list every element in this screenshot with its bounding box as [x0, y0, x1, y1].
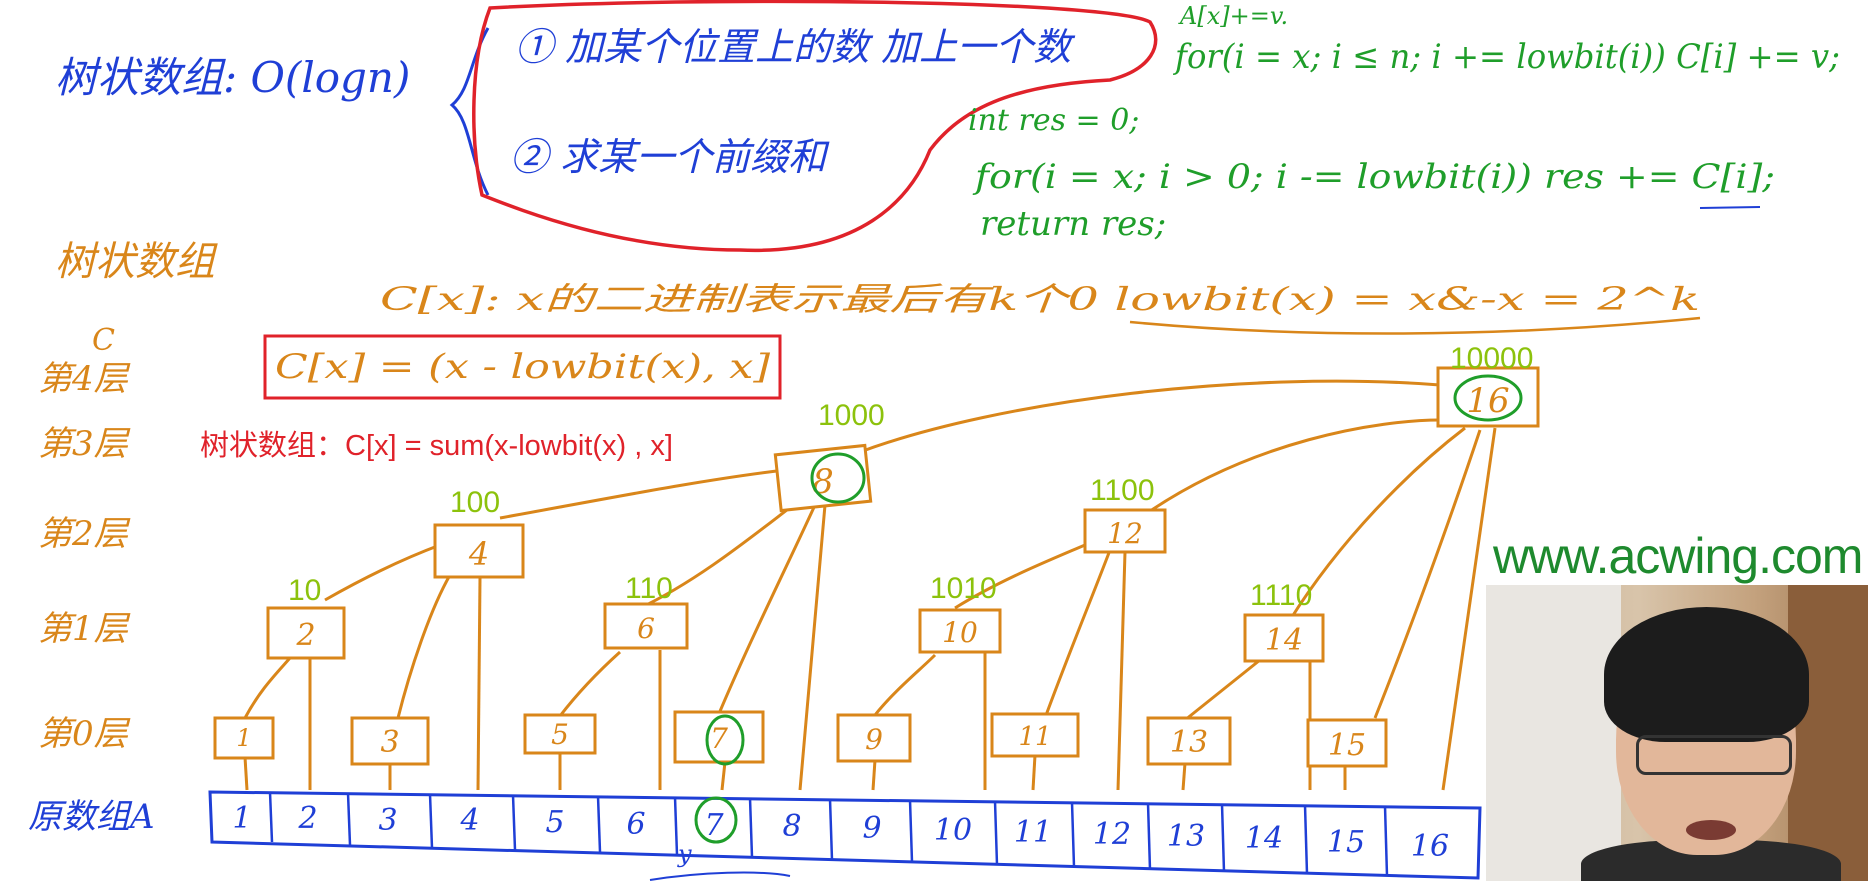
code-query-init: int res = 0; [968, 103, 1139, 138]
array-dividers [268, 791, 1389, 877]
node-label-1: 1 [236, 724, 251, 752]
node-level3-8 [773, 443, 873, 513]
c-label: C [92, 323, 115, 358]
code-update-note: A[x]+=v. [1178, 2, 1288, 30]
array-cell-5: 5 [545, 805, 564, 840]
binary-label-6: 110 [625, 572, 673, 605]
binary-label-2: 10 [288, 574, 321, 607]
node-label-4: 4 [468, 535, 489, 573]
green-circle-8 [810, 452, 866, 504]
bottom-stroke [649, 871, 791, 881]
array-cell-9: 9 [862, 811, 881, 846]
array-cell-11: 11 [1014, 815, 1052, 850]
underline-c [1699, 206, 1761, 209]
array-cell-15: 15 [1327, 825, 1365, 860]
node-level1-2 [266, 606, 346, 660]
watermark: www.acwing.com [1493, 528, 1863, 584]
array-cell-10: 10 [934, 813, 972, 848]
binary-label-12: 1100 [1090, 474, 1155, 507]
array-cell-3: 3 [378, 803, 397, 838]
binary-label-8: 1000 [818, 399, 885, 432]
node-level2-4 [433, 523, 525, 579]
node-level0-9 [836, 713, 912, 763]
node-label-14: 14 [1265, 623, 1303, 658]
node-level0-11 [990, 712, 1080, 758]
node-label-9: 9 [865, 723, 883, 756]
green-circle-7 [705, 714, 745, 766]
array-cell-13: 13 [1167, 819, 1205, 854]
green-circle-a7 [694, 796, 738, 844]
cx-definition: C[x]: x的二进制表示最后有k个0 lowbit(x) = x&-x = 2… [380, 280, 1700, 318]
typed-formula: 树状数组：C[x] = sum(x-lowbit(x) , x] [200, 429, 673, 462]
array-label: 原数组A [28, 797, 155, 837]
array-cell-16: 16 [1411, 829, 1449, 864]
node-level1-14 [1243, 613, 1325, 663]
node-label-3: 3 [380, 725, 399, 760]
array-cell-7: 7 [704, 808, 724, 843]
layer-2-label: 第2层 [38, 514, 131, 554]
binary-label-16: 10000 [1450, 342, 1533, 375]
range-box [263, 334, 782, 400]
operation-1: ① 加某个位置上的数 加上一个数 [515, 25, 1076, 69]
node-label-15: 15 [1328, 728, 1366, 763]
node-label-11: 11 [1018, 722, 1051, 752]
array-cell-12: 12 [1093, 817, 1131, 852]
array-cell-2: 2 [297, 801, 317, 836]
array-cell-1: 1 [232, 801, 251, 836]
node-level0-1 [213, 716, 275, 760]
layer-4-label: 第4层 [38, 359, 131, 399]
code-query-loop: for(i = x; i > 0; i -= lowbit(i)) res +=… [972, 157, 1775, 197]
range-formula: C[x] = (x - lowbit(x), x] [275, 347, 771, 387]
node-level0-5 [523, 713, 597, 755]
operation-2: ② 求某一个前缀和 [510, 135, 830, 179]
layer-3-label: 第3层 [38, 424, 131, 464]
node-level0-7 [673, 710, 765, 764]
node-label-10: 10 [942, 616, 978, 649]
array-cell-4: 4 [459, 803, 479, 838]
array-cell-14: 14 [1245, 821, 1283, 856]
array-cell-8: 8 [782, 809, 801, 844]
code-update: for(i = x; i ≤ n; i += lowbit(i)) C[i] +… [1172, 37, 1840, 77]
array-box [208, 790, 1482, 880]
webcam-feed [1486, 585, 1868, 881]
green-circle-16 [1453, 374, 1523, 422]
binary-label-10: 1010 [930, 572, 997, 605]
layer-0-label: 第0层 [38, 714, 131, 754]
node-label-16: 16 [1466, 381, 1509, 421]
node-level0-3 [350, 716, 430, 766]
node-label-5: 5 [551, 718, 569, 751]
binary-label-14: 1110 [1250, 579, 1312, 612]
y-mark: y [677, 840, 692, 868]
code-query-return: return res; [980, 204, 1166, 244]
node-level0-13 [1146, 716, 1232, 766]
node-level1-10 [918, 608, 1002, 654]
binary-label-4: 100 [450, 486, 500, 519]
node-level2-12 [1083, 508, 1167, 554]
node-level0-15 [1306, 718, 1388, 768]
node-label-12: 12 [1107, 517, 1143, 550]
level0-nodes [213, 710, 1388, 768]
brace [449, 27, 490, 196]
array-cell-6: 6 [626, 807, 645, 842]
node-label-6: 6 [637, 612, 655, 645]
ops-highlight [472, 0, 1158, 253]
node-label-7: 7 [710, 722, 728, 755]
lowbit-underline [1129, 316, 1701, 335]
node-level1-6 [603, 602, 689, 650]
topic-title: 树状数组: O(logn) [55, 53, 410, 102]
left-title: 树状数组 [55, 239, 218, 285]
node-label-13: 13 [1170, 725, 1208, 760]
layer-1-label: 第1层 [38, 609, 131, 649]
node-label-2: 2 [295, 618, 315, 653]
